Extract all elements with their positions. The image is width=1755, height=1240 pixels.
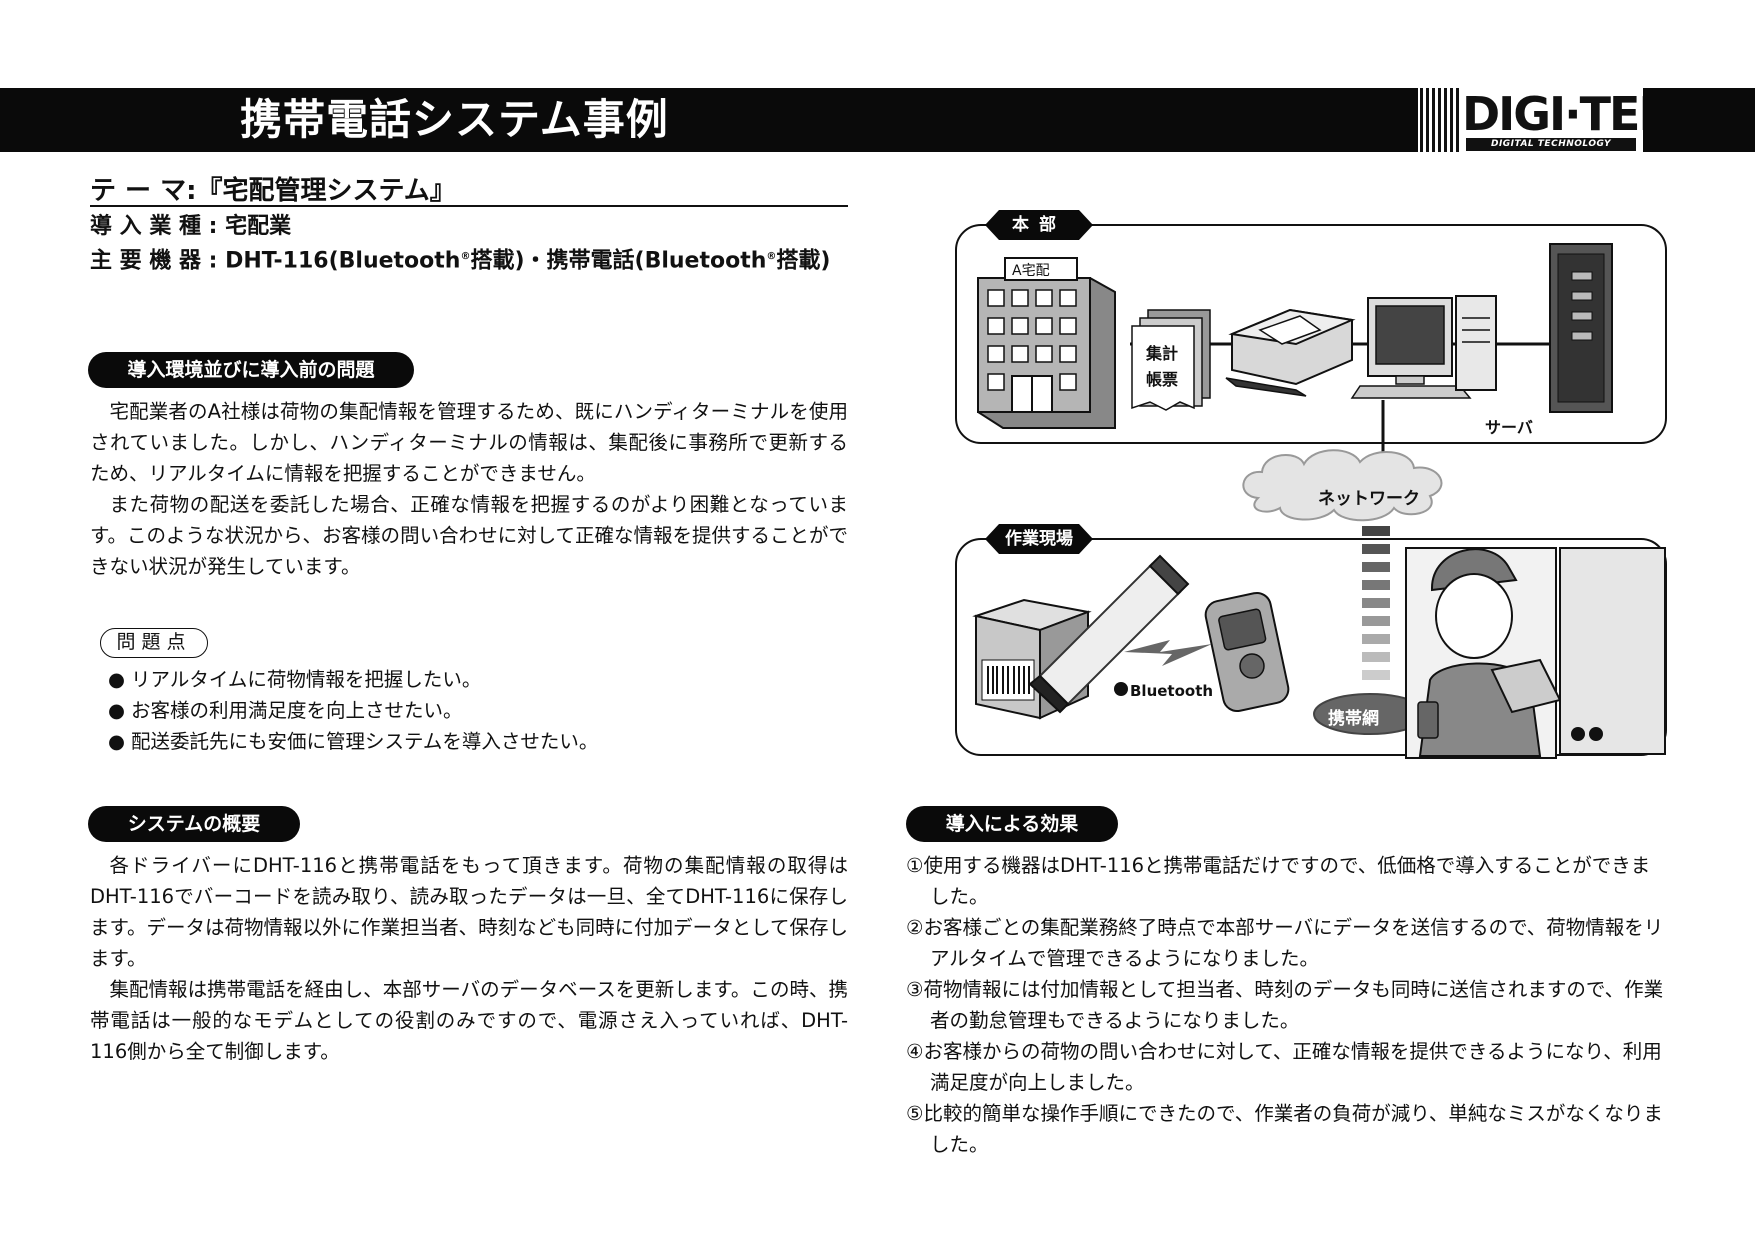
section-heading-overview: システムの概要	[88, 806, 300, 842]
bluetooth-label: Bluetooth	[1130, 682, 1214, 700]
delivery-worker-icon	[1405, 547, 1666, 759]
list-item: ②お客様ごとの集配業務終了時点で本部サーバにデータを送信するので、荷物情報をリア…	[906, 916, 1664, 970]
equipment-suffix: 搭載)	[776, 248, 831, 274]
problems-list: リアルタイムに荷物情報を把握したい。 お客様の利用満足度を向上させたい。 配送委…	[108, 664, 598, 757]
registered-mark: ®	[766, 251, 777, 262]
header-bar-end	[1643, 88, 1755, 152]
hq-tag: 本部	[985, 210, 1093, 240]
page-title: 携帯電話システム事例	[240, 95, 669, 144]
registered-mark: ®	[460, 251, 471, 262]
wireless-bolt-icon	[1124, 640, 1212, 666]
list-item: ④お客様からの荷物の問い合わせに対して、正確な情報を提供できるようになり、利用満…	[906, 1040, 1662, 1094]
equipment-mid: 搭載)・携帯電話(Bluetooth	[470, 248, 767, 274]
bluetooth-icon	[1114, 682, 1128, 696]
logo-stripes	[1420, 88, 1470, 152]
theme-divider	[90, 205, 848, 207]
list-item: お客様の利用満足度を向上させたい。	[108, 695, 598, 726]
overview-text: 各ドライバーにDHT-116と携帯電話をもって頂きます。荷物の集配情報の取得はD…	[90, 850, 848, 1067]
computer-icon	[1350, 295, 1497, 399]
list-item: ①使用する機器はDHT-116と携帯電話だけですので、低価格で導入することができ…	[906, 854, 1651, 908]
mobile-network-label: 携帯網	[1328, 709, 1379, 729]
report-label-line1: 集計	[1146, 344, 1179, 363]
overview-paragraph: 集配情報は携帯電話を経由し、本部サーバのデータベースを更新します。この時、携帯電…	[90, 978, 848, 1063]
environment-text: 宅配業者のA社様は荷物の集配情報を管理するため、既にハンディターミナルを使用され…	[90, 396, 848, 582]
equipment-line: 主 要 機 器 : DHT-116(Bluetooth®搭載)・携帯電話(Blu…	[90, 242, 830, 276]
signal-beam	[1362, 526, 1390, 680]
report-document-icon	[1131, 309, 1211, 411]
handheld-scanner-icon	[1028, 554, 1190, 714]
logo-wordmark: DIGI·TEK	[1462, 87, 1674, 141]
list-item: ⑤比較的簡単な操作手順にできたので、作業者の負荷が減り、単純なミスがなくなりまし…	[906, 1102, 1663, 1156]
effects-list: ①使用する機器はDHT-116と携帯電話だけですので、低価格で導入することができ…	[906, 850, 1666, 1160]
problems-heading: 問題点	[100, 628, 208, 658]
printer-icon	[1225, 308, 1356, 397]
environment-paragraph: また荷物の配送を委託した場合、正確な情報を把握するのがより困難となっています。こ…	[90, 493, 848, 578]
logo-tagline: DIGITAL TECHNOLOGY	[1466, 138, 1636, 151]
industry-line: 導 入 業 種 : 宅配業	[90, 214, 292, 239]
mobile-phone-icon	[1204, 591, 1290, 713]
network-label: ネットワーク	[1318, 489, 1420, 509]
list-item: ③荷物情報には付加情報として担当者、時刻のデータも同時に送信されますので、作業者…	[906, 978, 1664, 1032]
building-sign: A宅配	[1012, 263, 1050, 279]
building-icon	[977, 257, 1116, 429]
section-heading-effects: 導入による効果	[906, 806, 1118, 842]
server-label: サーバ	[1485, 418, 1533, 437]
worksite-tag: 作業現場	[985, 524, 1093, 554]
environment-paragraph: 宅配業者のA社様は荷物の集配情報を管理するため、既にハンディターミナルを使用され…	[90, 400, 848, 485]
overview-paragraph: 各ドライバーにDHT-116と携帯電話をもって頂きます。荷物の集配情報の取得はD…	[90, 854, 848, 970]
equipment-prefix: 主 要 機 器 : DHT-116(Bluetooth	[90, 248, 461, 274]
company-logo: DIGI·TEK DIGITAL TECHNOLOGY	[1462, 87, 1674, 152]
section-heading-environment: 導入環境並びに導入前の問題	[88, 352, 414, 388]
list-item: 配送委託先にも安価に管理システムを導入させたい。	[108, 726, 598, 757]
report-label-line2: 帳票	[1146, 370, 1179, 389]
header-bar	[0, 88, 1418, 152]
list-item: リアルタイムに荷物情報を把握したい。	[108, 664, 598, 695]
network-cloud-icon	[1242, 449, 1443, 522]
theme-heading: テ ー マ:『宅配管理システム』	[90, 176, 456, 206]
server-rack-icon	[1549, 243, 1613, 413]
